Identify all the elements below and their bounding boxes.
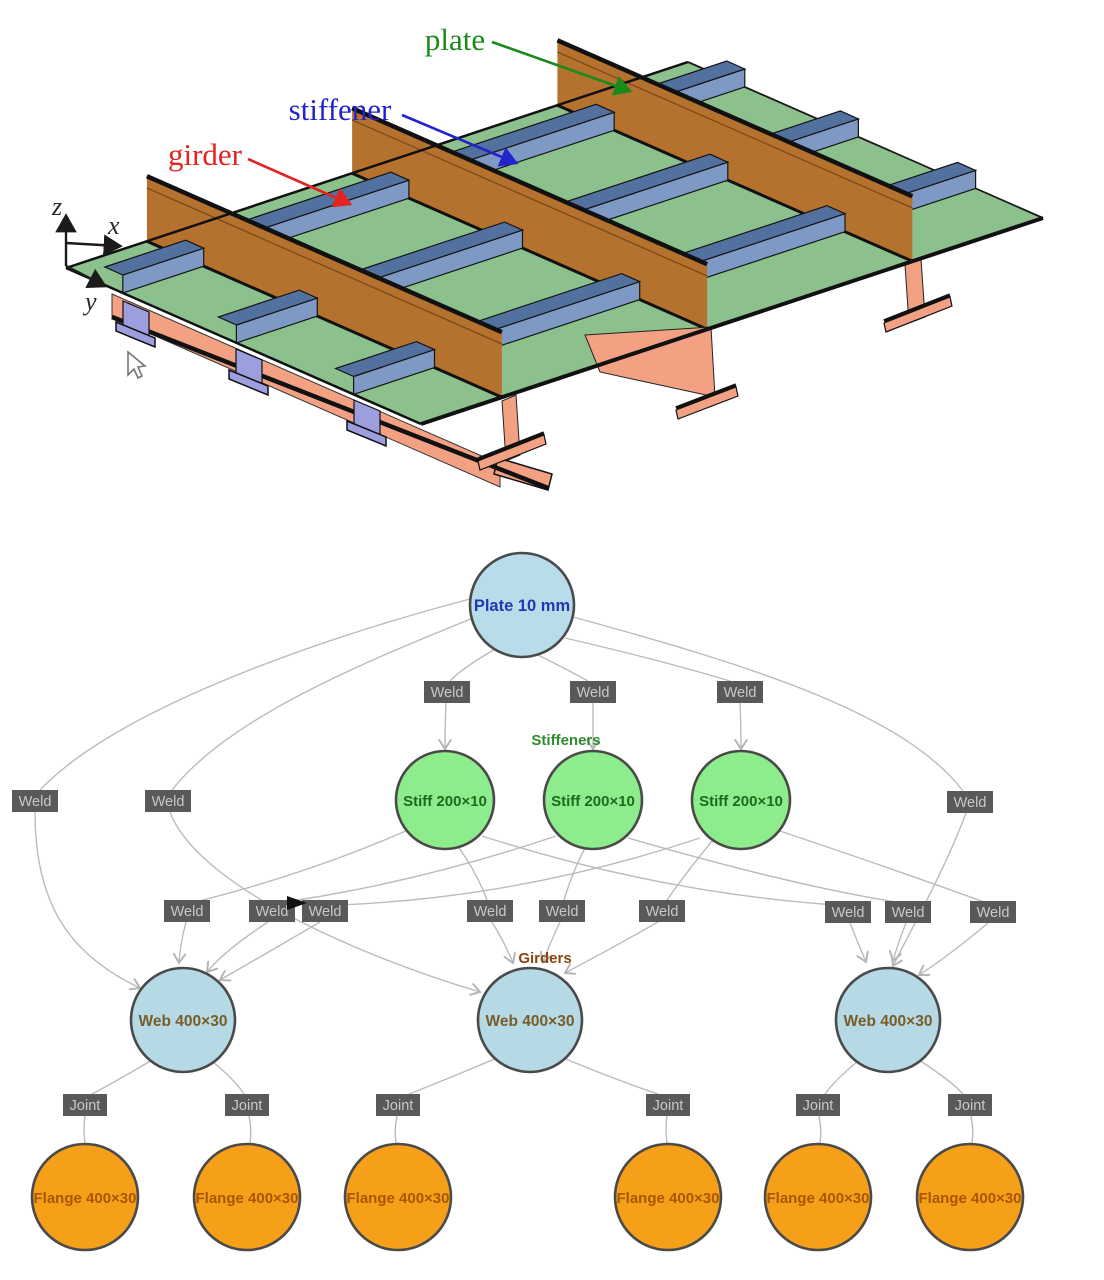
svg-text:Flange 400×30: Flange 400×30 — [196, 1190, 299, 1207]
svg-text:Weld: Weld — [474, 904, 507, 920]
weld-box[interactable]: Weld — [145, 790, 191, 812]
svg-text:Joint: Joint — [70, 1098, 101, 1114]
topology-graph: Plate 10 mm Weld Weld Weld Weld Weld Wel… — [12, 551, 1025, 1252]
mouse-cursor — [127, 350, 147, 380]
structure-3d-view[interactable]: z x y plate stiffener girder — [51, 22, 1044, 491]
girder-callout-label: girder — [168, 137, 243, 172]
node-plate[interactable]: Plate 10 mm — [468, 551, 576, 659]
node-flange[interactable]: Flange 400×30 — [343, 1142, 453, 1252]
svg-text:Joint: Joint — [955, 1098, 986, 1114]
svg-text:Flange 400×30: Flange 400×30 — [767, 1190, 870, 1207]
svg-text:Weld: Weld — [256, 904, 289, 920]
weld-box[interactable]: Weld — [825, 901, 871, 923]
plate-callout-arrow — [491, 40, 633, 96]
weld-box[interactable]: Weld — [570, 681, 616, 703]
svg-text:Stiff 200×10: Stiff 200×10 — [551, 793, 635, 810]
node-plate-label: Plate 10 mm — [474, 597, 570, 615]
stiffener-callout-arrow — [401, 113, 519, 167]
girder-callout-arrow — [247, 157, 353, 208]
stiffener-segments-frontstrip — [103, 239, 437, 396]
svg-text:Stiff 200×10: Stiff 200×10 — [403, 793, 487, 810]
weld-box[interactable]: Weld — [539, 900, 585, 922]
weld-box[interactable]: Weld — [12, 790, 58, 812]
node-flange[interactable]: Flange 400×30 — [30, 1142, 140, 1252]
node-flange[interactable]: Flange 400×30 — [192, 1142, 302, 1252]
svg-text:Web 400×30: Web 400×30 — [486, 1013, 575, 1030]
girders-section-label: Girders — [518, 950, 571, 967]
svg-text:Joint: Joint — [653, 1098, 684, 1114]
node-flange[interactable]: Flange 400×30 — [613, 1142, 723, 1252]
joint-box[interactable]: Joint — [796, 1094, 840, 1116]
girder-web-front — [145, 174, 503, 399]
svg-text:Weld: Weld — [954, 795, 987, 811]
plate-callout-label: plate — [425, 22, 485, 57]
svg-text:Web 400×30: Web 400×30 — [139, 1013, 228, 1030]
svg-text:Stiff 200×10: Stiff 200×10 — [699, 793, 783, 810]
weld-box[interactable]: Weld — [885, 901, 931, 923]
svg-text:Weld: Weld — [171, 904, 204, 920]
svg-text:Web 400×30: Web 400×30 — [844, 1013, 933, 1030]
svg-text:Flange 400×30: Flange 400×30 — [34, 1190, 137, 1207]
svg-text:Flange 400×30: Flange 400×30 — [919, 1190, 1022, 1207]
weld-box[interactable]: Weld — [424, 681, 470, 703]
svg-text:Weld: Weld — [546, 904, 579, 920]
weld-box[interactable]: Weld — [467, 900, 513, 922]
svg-text:Weld: Weld — [832, 905, 865, 921]
weld-box[interactable]: Weld — [947, 791, 993, 813]
node-web[interactable]: Web 400×30 — [476, 966, 584, 1074]
coordinate-axes — [55, 213, 123, 289]
joint-box[interactable]: Joint — [646, 1094, 690, 1116]
svg-text:Joint: Joint — [383, 1098, 414, 1114]
node-flange[interactable]: Flange 400×30 — [915, 1142, 1025, 1252]
axis-y-label: y — [82, 287, 97, 316]
joint-box[interactable]: Joint — [376, 1094, 420, 1116]
girder-web-middle — [351, 106, 709, 331]
svg-text:Joint: Joint — [232, 1098, 263, 1114]
svg-text:Weld: Weld — [19, 794, 52, 810]
graph-edges — [34, 598, 989, 1144]
node-stiffener[interactable]: Stiff 200×10 — [690, 749, 792, 851]
underside-members — [111, 258, 953, 491]
weld-box[interactable]: Weld — [639, 900, 685, 922]
stiffener-callout-label: stiffener — [289, 92, 392, 127]
weld-box[interactable]: Weld — [970, 901, 1016, 923]
svg-text:Weld: Weld — [431, 685, 464, 701]
svg-text:Weld: Weld — [646, 904, 679, 920]
node-web[interactable]: Web 400×30 — [129, 966, 237, 1074]
weld-box[interactable]: Weld — [249, 900, 295, 922]
node-flange[interactable]: Flange 400×30 — [763, 1142, 873, 1252]
joint-box[interactable]: Joint — [948, 1094, 992, 1116]
joint-box[interactable]: Joint — [63, 1094, 107, 1116]
axis-x-label: x — [107, 211, 120, 240]
svg-text:Flange 400×30: Flange 400×30 — [617, 1190, 720, 1207]
weld-box[interactable]: Weld — [164, 900, 210, 922]
weld-box[interactable]: Weld — [302, 900, 348, 922]
weld-box[interactable]: Weld — [717, 681, 763, 703]
svg-text:Weld: Weld — [577, 685, 610, 701]
stiffeners-section-label: Stiffeners — [531, 732, 600, 749]
svg-text:Joint: Joint — [803, 1098, 834, 1114]
svg-text:Weld: Weld — [892, 905, 925, 921]
node-stiffener[interactable]: Stiff 200×10 — [394, 749, 496, 851]
axis-z-label: z — [51, 192, 62, 221]
joint-box[interactable]: Joint — [225, 1094, 269, 1116]
svg-text:Weld: Weld — [724, 685, 757, 701]
svg-text:Flange 400×30: Flange 400×30 — [347, 1190, 450, 1207]
svg-text:Weld: Weld — [309, 904, 342, 920]
svg-text:Weld: Weld — [152, 794, 185, 810]
selection-cursor — [287, 896, 307, 910]
node-web[interactable]: Web 400×30 — [834, 966, 942, 1074]
node-stiffener[interactable]: Stiff 200×10 — [542, 749, 644, 851]
svg-text:Weld: Weld — [977, 905, 1010, 921]
